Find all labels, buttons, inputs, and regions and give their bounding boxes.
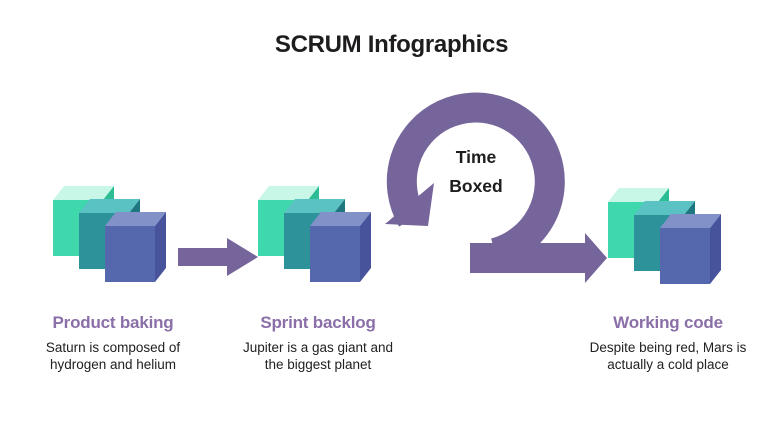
loop-arc — [386, 92, 565, 268]
time-boxed-line2: Boxed — [449, 176, 503, 196]
cube-top-face — [53, 186, 114, 200]
step-label: Sprint backlog — [260, 313, 376, 332]
cube-side-face — [155, 212, 166, 282]
loop-arrowhead — [385, 183, 434, 226]
arrow-right-shape — [470, 233, 607, 283]
cube-top-face — [608, 188, 669, 202]
cube-top-face — [105, 212, 166, 226]
step-sprint-backlog: Sprint backlog Jupiter is a gas giant an… — [223, 313, 413, 373]
cube-stack-icon — [258, 186, 371, 282]
step-product-baking: Product baking Saturn is composed of hyd… — [18, 313, 208, 373]
cube-front-face — [660, 228, 710, 284]
step-label: Working code — [613, 313, 723, 332]
cube-top-face — [660, 214, 721, 228]
time-boxed-label: Time Boxed — [416, 143, 536, 201]
cube-top-face — [258, 186, 319, 200]
cube-top-face — [79, 199, 140, 213]
cube-front-face — [105, 226, 155, 282]
page-title: SCRUM Infographics — [274, 31, 509, 58]
step-description: Saturn is composed of hydrogen and heliu… — [45, 340, 181, 372]
cube-side-face — [360, 212, 371, 282]
step-working-code: Working code Despite being red, Mars is … — [573, 313, 763, 373]
cube-front-face — [310, 226, 360, 282]
step-description: Despite being red, Mars is actually a co… — [589, 340, 747, 372]
time-boxed-line1: Time — [455, 147, 497, 167]
loop-arrow-icon — [385, 92, 607, 283]
cube-top-face — [284, 199, 345, 213]
arrow-right-shape — [178, 238, 258, 276]
cube-top-face — [634, 201, 695, 215]
step-description: Jupiter is a gas giant and the biggest p… — [242, 340, 394, 372]
cube-side-face — [710, 214, 721, 284]
cube-stack-icon — [53, 186, 166, 282]
arrow-right-icon — [178, 238, 258, 276]
cube-stack-icon — [608, 188, 721, 284]
cube-top-face — [310, 212, 371, 226]
step-label: Product baking — [52, 313, 174, 332]
